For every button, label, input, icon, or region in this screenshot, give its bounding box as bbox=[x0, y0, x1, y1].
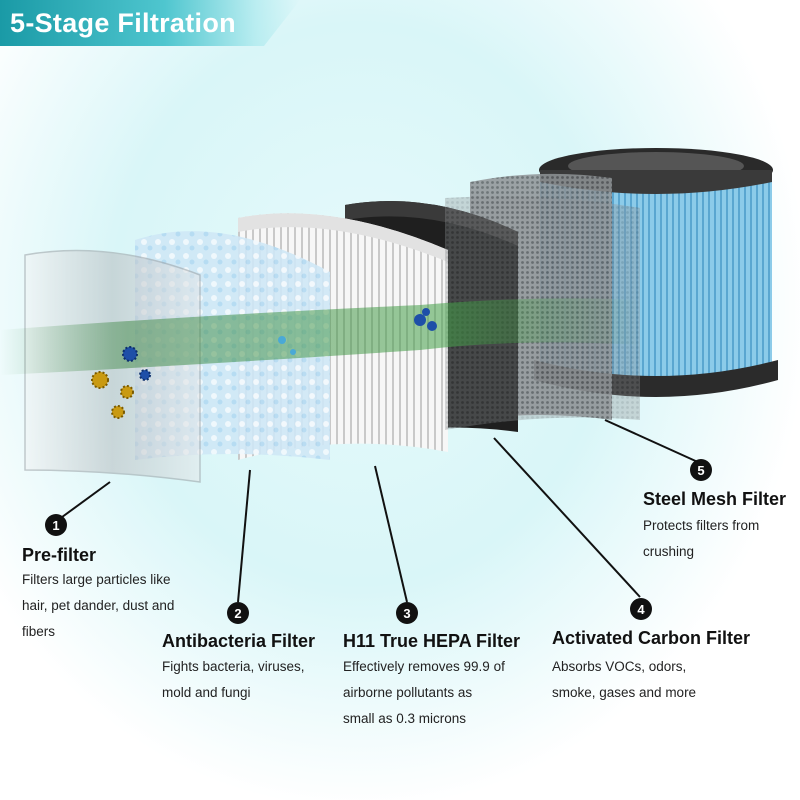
stage-3-badge: 3 bbox=[396, 602, 418, 624]
stage-5-description: Protects filters from crushing bbox=[643, 518, 760, 559]
stage-4-description: Absorbs VOCs, odors, smoke, gases and mo… bbox=[552, 659, 697, 700]
airflow-stream bbox=[0, 298, 640, 375]
particles-icon bbox=[91, 308, 437, 419]
stage-3-description: Effectively removes 99.9 of airborne pol… bbox=[343, 659, 505, 726]
stage-4-title: Activated Carbon Filter bbox=[552, 628, 751, 648]
stage-3-title: H11 True HEPA Filter bbox=[343, 631, 521, 651]
stage-2-description: Fights bacteria, viruses, mold and fungi bbox=[162, 659, 305, 700]
stage-1-description: Filters large particles like hair, pet d… bbox=[22, 572, 175, 639]
page-title: 5-Stage Filtration bbox=[10, 8, 236, 38]
leader-lines bbox=[57, 419, 701, 603]
stage-5-badge: 5 bbox=[690, 459, 712, 481]
stage-1-badge: 1 bbox=[45, 514, 67, 536]
stage-4-badge: 4 bbox=[630, 598, 652, 620]
stage-2-badge: 2 bbox=[227, 602, 249, 624]
header-banner bbox=[0, 0, 300, 46]
stage-5-title: Steel Mesh Filter bbox=[643, 489, 787, 509]
stage-1-title: Pre-filter bbox=[22, 545, 97, 565]
stage-2-title: Antibacteria Filter bbox=[162, 631, 316, 651]
